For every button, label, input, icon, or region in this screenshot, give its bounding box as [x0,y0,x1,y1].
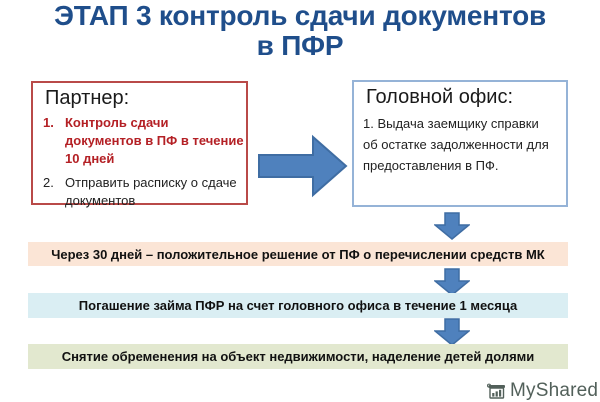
flow-bar-encumbrance-removal: Снятие обременения на объект недвижимост… [28,344,568,369]
partner-box-heading: Партнер: [45,87,130,109]
watermark-text: MyShared [510,380,599,401]
list-item-number: 1. [43,115,54,130]
partner-box: Партнер: 1. Контроль сдачи документов в … [31,81,248,208]
head-office-box-heading: Головной офис: [366,86,514,108]
down-arrow-icon [434,268,470,296]
slide-title-line1: ЭТАП 3 контроль сдачи документов [53,0,547,31]
list-item: 1. Контроль сдачи документов в ПФ в тече… [43,114,246,168]
head-office-box-body: 1. Выдача заемщику справки об остатке за… [363,116,549,173]
list-item-text: Контроль сдачи документов в ПФ в течение… [65,115,244,166]
right-arrow-icon [258,134,348,198]
list-item-number: 2. [43,175,54,190]
projector-screen-icon [487,383,505,399]
flow-bar-pf-decision: Через 30 дней – положительное решение от… [28,242,568,266]
slide-title: ЭТАП 3 контроль сдачи документов в ПФР [0,1,600,61]
watermark: MyShared [487,380,598,402]
slide-title-line2: в ПФР [256,30,344,61]
down-arrow-icon [434,212,470,240]
list-item-text: Отправить расписку о сдаче документов [65,175,237,208]
list-item: 2. Отправить расписку о сдаче документов [43,174,246,210]
down-arrow-icon [434,318,470,346]
partner-box-list: 1. Контроль сдачи документов в ПФ в тече… [43,114,246,210]
head-office-box: Головной офис: 1. Выдача заемщику справк… [352,80,568,207]
flow-bar-loan-repayment: Погашение займа ПФР на счет головного оф… [28,293,568,318]
